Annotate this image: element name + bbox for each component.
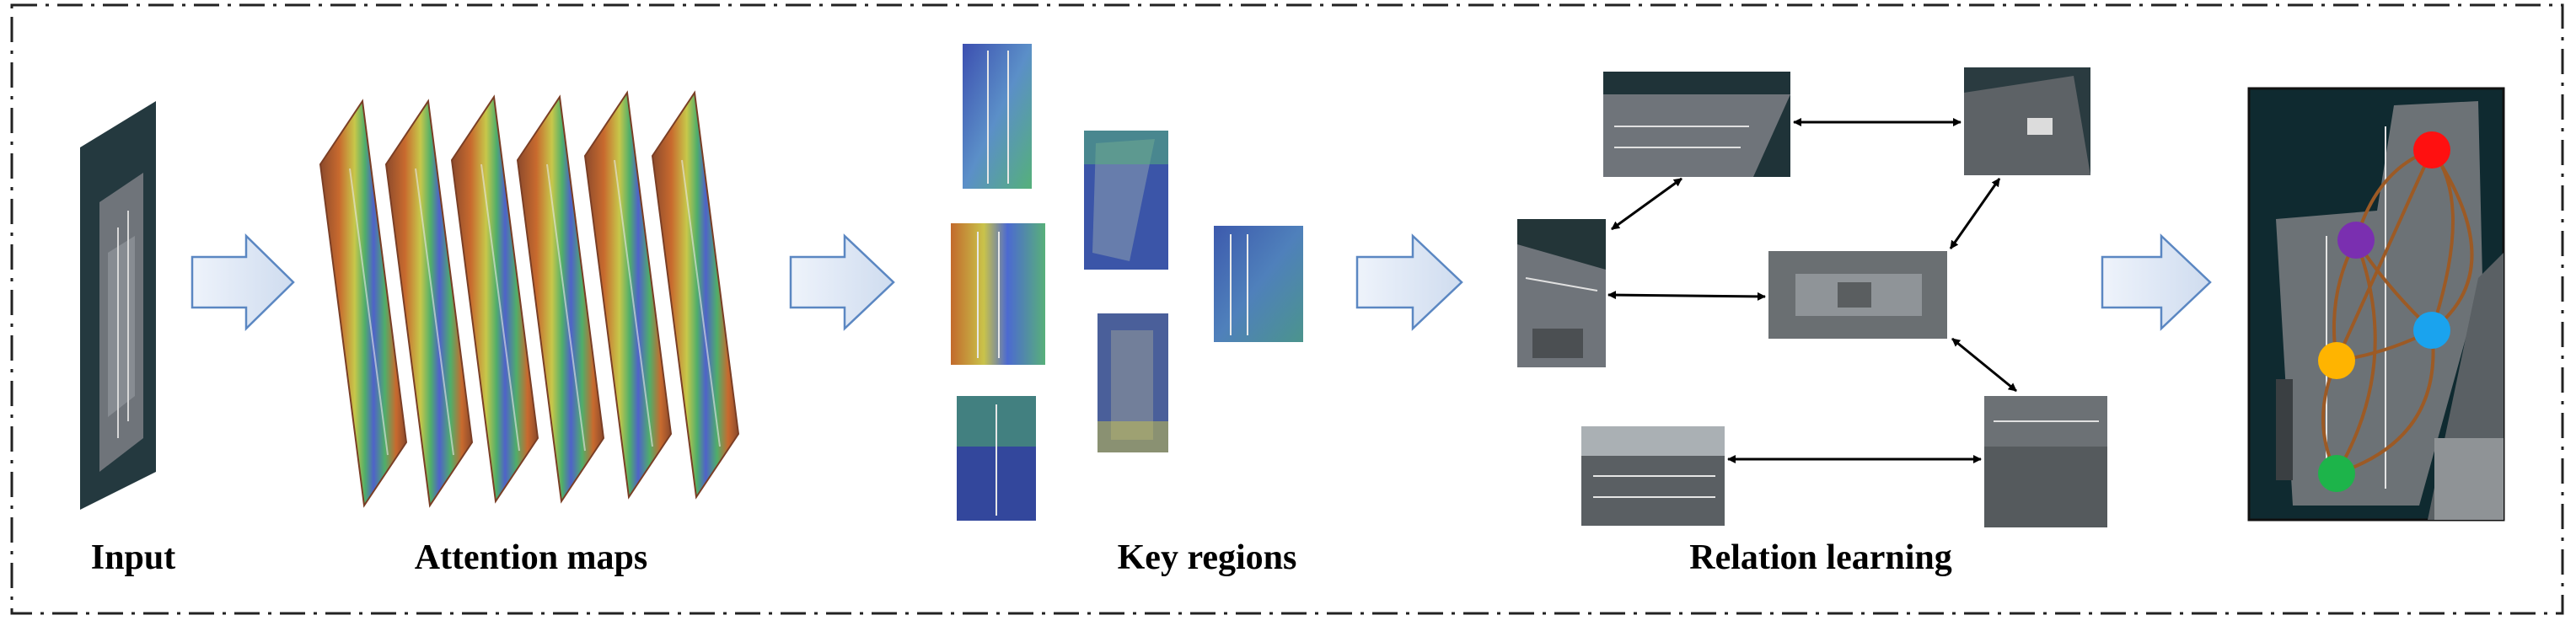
stage-arrow-2	[789, 233, 895, 331]
label-attention-maps: Attention maps	[414, 538, 648, 577]
stage-arrow-1	[191, 233, 295, 331]
attention-map-3	[450, 94, 539, 504]
attention-map-4	[516, 94, 605, 504]
key-region-2	[1084, 131, 1168, 270]
key-region-3	[951, 223, 1045, 365]
attention-map-2	[384, 99, 474, 508]
relation-arrow-2	[1611, 177, 1682, 231]
output-image	[2247, 87, 2505, 522]
key-region-6	[957, 396, 1036, 521]
stage-arrow-4	[2101, 233, 2212, 331]
key-region-5	[1097, 313, 1168, 452]
attention-maps	[319, 90, 740, 508]
dashed-frame	[10, 3, 2564, 615]
node-purple	[2337, 222, 2375, 259]
label-relation-learning: Relation learning	[1689, 538, 1952, 577]
relation-arrow-4	[1607, 291, 1766, 301]
relation-patch-center	[1768, 251, 1947, 339]
attention-map-6	[651, 90, 740, 500]
relation-patch-top-right	[1964, 67, 2090, 175]
key-region-1	[963, 44, 1032, 189]
relation-patch-top	[1603, 72, 1790, 177]
relation-patch-bottom-right	[1984, 396, 2107, 527]
key-region-4	[1214, 226, 1303, 342]
relation-arrow-3	[1949, 178, 2001, 249]
relation-arrow-5	[1951, 337, 2017, 393]
label-input: Input	[90, 538, 176, 577]
relation-patch-bottom-left	[1581, 426, 1725, 526]
stage-arrow-3	[1355, 233, 1463, 331]
input-image	[80, 101, 156, 510]
node-red	[2413, 131, 2450, 169]
node-green	[2318, 455, 2355, 492]
relation-learning	[1517, 67, 2107, 527]
attention-map-5	[583, 90, 673, 500]
node-yellow	[2318, 342, 2355, 379]
node-blue	[2413, 312, 2450, 349]
relation-patch-left	[1517, 219, 1606, 367]
key-regions	[951, 44, 1303, 521]
attention-map-1	[319, 99, 408, 508]
label-key-regions: Key regions	[1117, 538, 1297, 577]
